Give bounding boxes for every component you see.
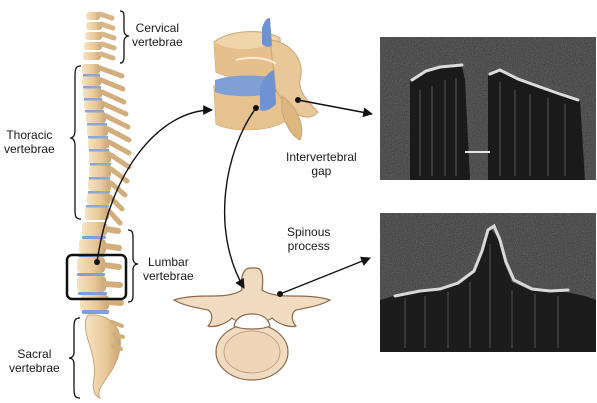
intervertebral-gap-label: Intervertebral gap — [286, 150, 357, 178]
thoracic-bracket — [70, 66, 81, 219]
lumbar-vertebrae-label: Lumbar vertebrae — [143, 255, 194, 283]
sacral-bracket — [69, 318, 80, 398]
thoracic-vertebrae-label: Thoracic vertebrae — [4, 128, 55, 156]
spinous-process-label: Spinous process — [287, 225, 330, 253]
cervical-vertebrae-label: Cervical vertebrae — [132, 21, 183, 49]
arrow-origin-dot — [277, 291, 283, 297]
sacral-segment — [85, 315, 123, 398]
thoracic-segment — [82, 64, 129, 223]
lumbar-bracket — [128, 230, 138, 302]
spinal-column — [67, 12, 129, 398]
cervical-segment — [83, 12, 114, 60]
vertebra-3d-illustration — [214, 18, 318, 140]
arrow-spinous-to-ultrasound — [280, 258, 370, 294]
arrow-origin-dot — [253, 105, 259, 111]
ultrasound-image-spinous — [380, 213, 596, 352]
arrow-origin-dot — [94, 259, 100, 265]
sacral-vertebrae-label: Sacral vertebrae — [9, 347, 60, 375]
arrow-origin-dot — [295, 97, 301, 103]
cervical-bracket — [120, 11, 129, 63]
vertebra-top-view — [174, 268, 330, 380]
arrow-vertebra-to-topview — [225, 108, 256, 288]
ultrasound-image-gap — [380, 37, 596, 180]
